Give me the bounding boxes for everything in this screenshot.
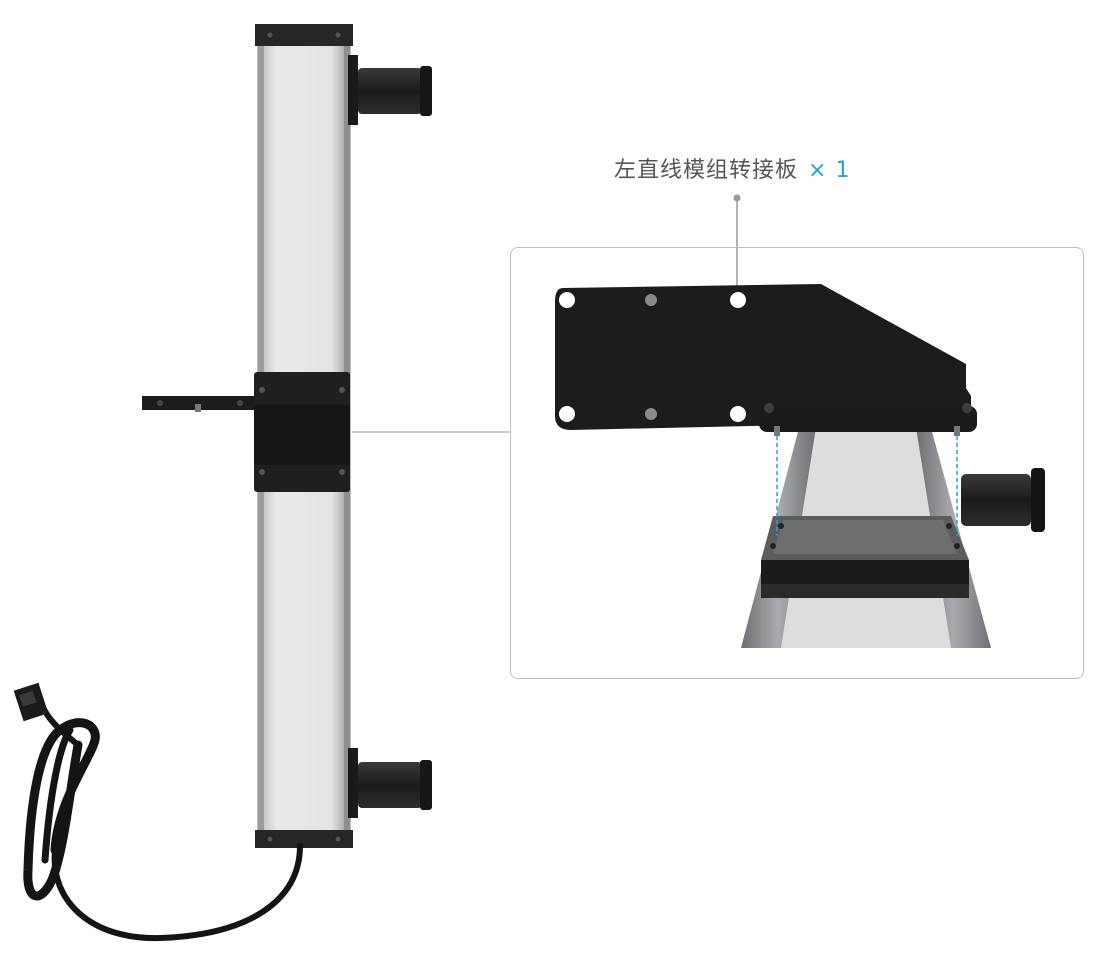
detail-view-frame — [510, 247, 1084, 679]
bottom-motor — [348, 748, 432, 818]
detail-view-illustration — [555, 284, 1045, 648]
part-label: 左直线模组转接板 × 1 — [614, 152, 850, 186]
adapter-plate — [555, 284, 977, 436]
carriage — [142, 372, 350, 492]
detail-motor — [961, 468, 1045, 532]
part-name: 左直线模组转接板 — [614, 158, 799, 183]
detail-slider — [761, 516, 969, 598]
part-quantity: × 1 — [808, 158, 851, 183]
top-motor — [348, 55, 432, 125]
connector — [13, 682, 49, 722]
alignment-guides — [776, 436, 958, 536]
callout-dot — [733, 194, 741, 202]
